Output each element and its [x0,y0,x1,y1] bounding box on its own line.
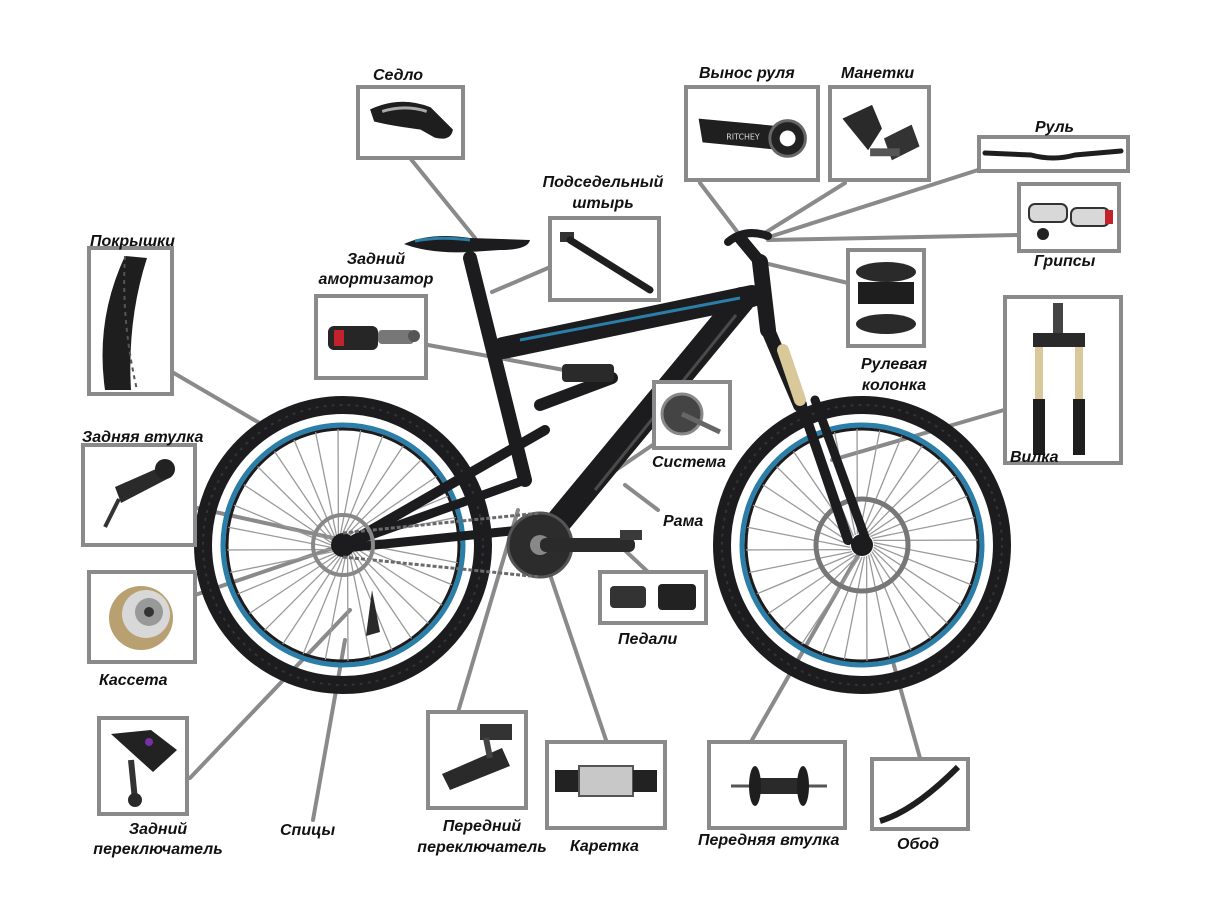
fork-box [1003,295,1123,465]
fork-icon [1033,303,1085,455]
rim-box [870,757,970,831]
spoke [756,552,854,595]
stem-icon: RITCHEY [698,118,807,158]
spoke [768,554,856,615]
handlebar-icon [982,148,1124,161]
label-crankset: Система [652,454,726,471]
spoke [871,551,932,639]
headset-box [846,248,926,348]
spoke [868,475,956,536]
crankset-icon [660,392,722,436]
headset-icon [856,262,916,334]
rear-derailleur-box [97,716,189,816]
spoke [873,542,977,564]
spoke [354,546,443,606]
cassette-icon [109,586,173,650]
spoke [783,555,858,631]
rear-hub-icon [103,459,175,528]
label-saddle: Седло [373,67,424,84]
tire-icon [102,255,147,391]
handlebar-box [977,135,1130,173]
spoke [749,551,853,574]
label-rear-shock-1: Задний [346,251,406,268]
spoke [747,526,851,548]
label-headset-1: Рулевая [861,356,927,373]
label-stem: Вынос руля [699,65,795,82]
label-grips: Грипсы [1034,253,1096,270]
grips-icon [1028,203,1113,240]
crankset-box [652,380,732,450]
label-rear-derailleur-1: Задний [128,821,188,838]
saddle-icon [370,101,453,139]
rim-icon [879,764,961,824]
spoke [859,430,881,534]
spoke [752,504,851,546]
bottom-bracket-icon [555,765,657,797]
pedals-icon [610,584,696,610]
rear-shock-box [314,294,428,380]
shifter-icon [842,104,920,161]
label-front-derailleur-1: Передний [442,818,522,835]
front-hub-icon [731,766,827,806]
rear-wheel [194,396,492,694]
spoke [863,445,923,534]
front-hub-box [707,740,847,830]
spoke [873,546,962,606]
rear-hub-box [81,443,197,547]
spoke [873,544,972,586]
front-wheel [713,396,1011,694]
leader-lines [170,156,1022,822]
spoke [776,466,852,541]
label-rear-shock-2: амортизатор [318,271,434,288]
svg-text:RITCHEY: RITCHEY [726,132,760,141]
spoke [762,484,851,544]
spoke [243,484,332,544]
spoke [821,556,863,655]
spoke [868,554,891,658]
label-seatpost-2: штырь [572,195,634,212]
rear-shock-icon [328,326,420,350]
spoke [872,549,948,624]
label-cassette: Кассета [99,672,168,689]
tires-box [87,246,174,396]
spoke [871,516,975,539]
spoke [870,495,968,538]
spoke [861,435,903,534]
label-spokes: Спицы [280,822,336,839]
cassette-box [87,570,197,664]
front-derailleur-icon [442,724,512,790]
front-derailleur-box [426,710,528,810]
label-headset-2: колонка [861,377,927,394]
bottom-bracket-box [545,740,667,830]
spoke [869,553,912,651]
label-bottom-bracket: Каретка [570,838,639,855]
shifters-box [828,85,931,182]
label-rim: Обод [897,836,940,853]
stem-box: RITCHEY [684,85,820,182]
spoke [843,556,865,660]
seatpost-box [548,216,661,302]
label-shifters: Манетки [841,65,915,82]
label-pedals: Педали [618,631,678,648]
label-handlebar: Руль [1035,119,1075,136]
seatpost-icon [560,232,654,294]
label-seatpost-1: Подседельный [542,174,664,191]
label-front-hub: Передняя втулка [698,832,840,849]
label-frame: Рама [663,513,704,530]
spoke [866,459,941,535]
rear-derailleur-icon [111,730,177,807]
label-fork: Вилка [1010,449,1059,466]
pedals-box [598,570,708,625]
label-rear-derailleur-2: переключатель [93,841,223,858]
spoke [801,556,861,645]
grips-box [1017,182,1121,253]
label-front-derailleur-2: переключатель [417,839,547,856]
saddle-box [356,85,465,160]
label-tires: Покрышки [90,233,175,250]
label-rear-hub: Задняя втулка [82,429,204,446]
